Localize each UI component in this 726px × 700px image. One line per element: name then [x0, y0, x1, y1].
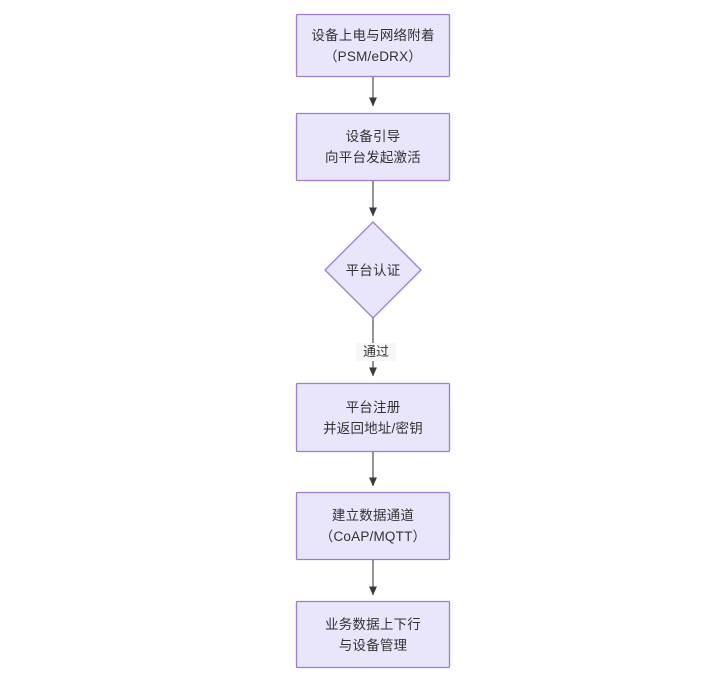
- node-shape-n3: [324, 221, 422, 319]
- node-shape-n4: [295, 382, 451, 453]
- node-shape-n2: [295, 112, 451, 182]
- node-shape-n5: [295, 491, 451, 561]
- edge-label-pass: 通过: [356, 343, 396, 361]
- node-shape-n6: [295, 600, 451, 669]
- node-shape-n1: [295, 13, 451, 78]
